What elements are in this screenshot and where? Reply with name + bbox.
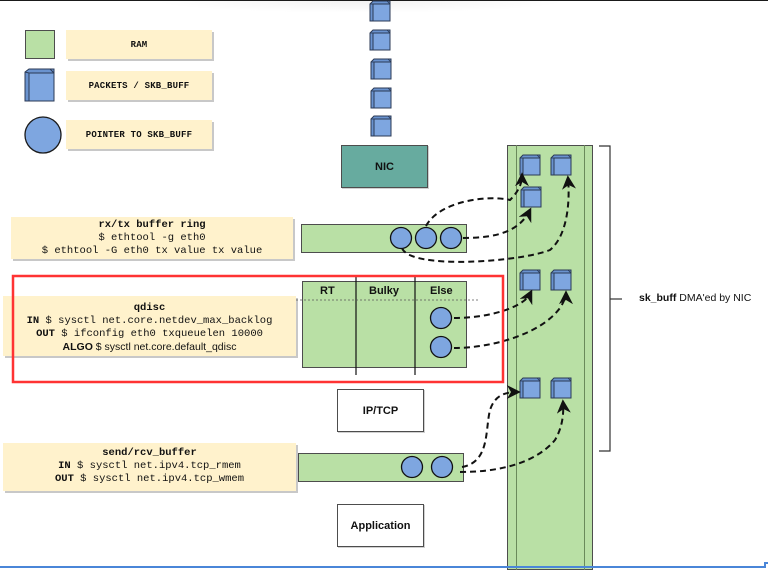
- qdisc-out-cmd: $ ifconfig eth0 txqueuelen 10000: [54, 328, 263, 340]
- legend-packet-label: PACKETS / SKB_BUFF: [66, 71, 212, 100]
- qdisc-col-bulky: Bulky: [369, 285, 399, 297]
- qdisc-pointer-arrow-1: [453, 289, 533, 319]
- legend-ram-swatch: [25, 30, 55, 59]
- socket-out-cmd: $ sysctl net.ipv4.tcp_wmem: [73, 473, 245, 485]
- qdisc-algo-cmd: $ sysctl net.core.default_qdisc: [92, 341, 237, 353]
- qdisc-note-title: qdisc: [133, 302, 166, 314]
- skbuff-bracket: [599, 145, 611, 452]
- ram-packet-cube-icon: [550, 269, 572, 291]
- ram-packet-cube-icon: [519, 154, 541, 176]
- socket-pointer-arrow-2: [459, 399, 571, 473]
- socket-note-title: send/rcv_buffer: [102, 447, 197, 459]
- resize-corner[interactable]: [764, 562, 768, 568]
- skbuff-label: sk_buff DMA'ed by NIC: [639, 292, 751, 304]
- socket-in-cmd: $ sysctl net.ipv4.tcp_rmem: [70, 460, 241, 472]
- ram-column-inner-right: [584, 145, 585, 570]
- socket-pointer-circle-icon: [400, 455, 424, 479]
- ring-pointer-circle-icon: [414, 226, 438, 250]
- ring-pointer-arrow-3: [401, 175, 576, 263]
- qdisc-out-key: OUT: [36, 328, 55, 340]
- ram-packet-cube-icon: [519, 377, 541, 399]
- incoming-packet-cube-icon: [370, 115, 392, 137]
- qdisc-note: qdisc IN $ sysctl net.core.netdev_max_ba…: [3, 296, 296, 356]
- incoming-packet-cube-icon: [369, 0, 391, 22]
- skbuff-label-bold: sk_buff: [639, 292, 677, 304]
- qdisc-note-algo: ALGO $ sysctl net.core.default_qdisc: [3, 341, 296, 354]
- ring-note-line1: $ ethtool -g eth0: [98, 232, 206, 244]
- ring-note-line2: $ ethtool -G eth0 tx value tx value: [41, 245, 263, 257]
- ring-note: rx/tx buffer ring $ ethtool -g eth0 $ et…: [11, 217, 293, 259]
- ram-column-inner-left: [516, 145, 517, 570]
- qdisc-note-in: IN $ sysctl net.core.netdev_max_backlog: [3, 315, 296, 328]
- qdisc-col-rt: RT: [320, 285, 335, 297]
- pointer-circle-icon: [24, 116, 62, 154]
- ring-buffer-bar: [301, 224, 467, 253]
- socket-note-out: OUT $ sysctl net.ipv4.tcp_wmem: [3, 473, 296, 486]
- incoming-packet-cube-icon: [369, 29, 391, 51]
- ring-pointer-circle-icon: [439, 226, 463, 250]
- ring-note-title: rx/tx buffer ring: [98, 219, 206, 231]
- qdisc-pointer-circle-icon: [429, 306, 453, 330]
- iptcp-label: IP/TCP: [362, 404, 399, 417]
- qdisc-pointer-arrow-2: [453, 290, 573, 349]
- ring-pointer-arrow-2: [462, 207, 532, 239]
- window-bottom-border: [0, 566, 766, 568]
- qdisc-in-cmd: $ sysctl net.core.netdev_max_backlog: [39, 315, 273, 327]
- socket-pointer-circle-icon: [430, 455, 454, 479]
- ram-packet-cube-icon: [550, 377, 572, 399]
- socket-note-in: IN $ sysctl net.ipv4.tcp_rmem: [3, 460, 296, 473]
- qdisc-highlight-box: [11, 274, 505, 384]
- socket-note: send/rcv_buffer IN $ sysctl net.ipv4.tcp…: [3, 443, 296, 491]
- nic-label: NIC: [375, 160, 394, 173]
- legend-ram-label: RAM: [66, 30, 212, 59]
- top-shadow: [150, 1, 570, 13]
- skbuff-label-rest: DMA'ed by NIC: [676, 292, 752, 304]
- ram-packet-cube-icon: [550, 154, 572, 176]
- qdisc-note-out: OUT $ ifconfig eth0 txqueuelen 10000: [3, 328, 296, 341]
- socket-pointer-arrow-1: [461, 385, 521, 468]
- ram-packet-cube-icon: [519, 269, 541, 291]
- incoming-packet-cube-icon: [370, 58, 392, 80]
- ram-packet-cube-icon: [520, 186, 542, 208]
- qdisc-in-key: IN: [26, 315, 40, 327]
- socket-out-key: OUT: [54, 473, 74, 485]
- qdisc-algo-key: ALGO: [62, 341, 93, 353]
- ring-pointer-circle-icon: [389, 226, 413, 250]
- application-label: Application: [350, 519, 411, 532]
- packet-cube-icon: [24, 68, 55, 102]
- iptcp-box: IP/TCP: [337, 389, 424, 432]
- qdisc-col-else: Else: [430, 285, 453, 297]
- application-box: Application: [337, 504, 424, 547]
- nic-box: NIC: [341, 145, 428, 188]
- socket-in-key: IN: [58, 460, 71, 472]
- qdisc-pointer-circle-icon: [429, 335, 453, 359]
- ring-pointer-arrow-1: [425, 172, 529, 227]
- legend-packet-icon-wrap: [24, 68, 62, 154]
- incoming-packet-cube-icon: [370, 87, 392, 109]
- legend-pointer-label: POINTER TO SKB_BUFF: [66, 120, 212, 149]
